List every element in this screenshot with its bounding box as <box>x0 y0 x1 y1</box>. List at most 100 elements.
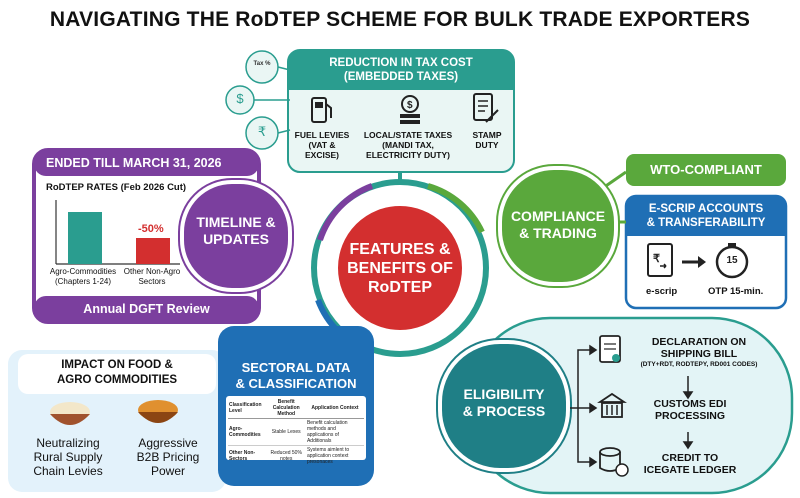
food-right-line2: B2B Pricing <box>136 450 200 464</box>
escrip-icons: ₹ <box>647 243 749 279</box>
rates-chart: -50% <box>55 200 180 265</box>
table-header-cell: Benefit Calculation Method <box>266 398 306 419</box>
compliance-bubble-line1: COMPLIANCE <box>510 208 606 224</box>
escrip-header-line2: & TRANSFERABILITY <box>646 217 766 229</box>
table-cell: Stable Lexes <box>266 418 306 446</box>
food-left-line2: Rural Supply <box>33 450 103 464</box>
tax-item-local-line2: (MANDI TAX, <box>382 140 434 150</box>
step-declaration-line2: SHIPPING BILL <box>660 348 738 360</box>
tax-item-stamp-line1: STAMP <box>472 130 502 140</box>
center-title-line3: RoDTEP <box>368 279 432 296</box>
tax-item-stamp: STAMP DUTY <box>462 130 512 150</box>
spice-bowl-icon <box>138 400 178 423</box>
ledger-database-icon <box>599 447 629 477</box>
chart-bar <box>136 238 170 264</box>
step-credit: CREDIT TO ICEGATE LEDGER <box>628 452 752 476</box>
flow-connectors <box>570 344 694 468</box>
tax-item-stamp-line2: DUTY <box>475 140 499 150</box>
chart-title: RoDTEP RATES (Feb 2026 Cut) <box>46 182 187 193</box>
grain-bowl-icon <box>50 402 90 425</box>
escrip-document-icon: ₹ <box>647 243 673 277</box>
tax-item-fuel: FUEL LEVIES (VAT & EXCISE) <box>292 130 352 160</box>
sectoral-table: Classification Level Benefit Calculation… <box>228 398 364 466</box>
shipping-doc-icon <box>599 335 621 363</box>
step-declaration-line3: (DTY+RDT, RODTEPY, RD001 CODES) <box>640 361 758 368</box>
wto-compliant-badge: WTO-COMPLIANT <box>650 162 762 177</box>
chart-bar <box>68 212 102 264</box>
food-left-text: Neutralizing Rural Supply Chain Levies <box>18 436 118 478</box>
table-row: Agro-Commodities Stable Lexes Benefit ca… <box>228 418 364 446</box>
sectoral-title-line1: SECTORAL DATA <box>241 360 351 375</box>
table-cell: Agro-Commodities <box>228 418 267 446</box>
otp-label: OTP 15-min. <box>708 286 764 297</box>
tax-item-local: LOCAL/STATE TAXES (MANDI TAX, ELECTRICIT… <box>356 130 460 160</box>
step-credit-line2: ICEGATE LEDGER <box>643 464 737 476</box>
step-declaration-line1: DECLARATION ON <box>651 336 747 348</box>
rupee-bag-icon: ₹ <box>257 124 267 139</box>
compliance-bubble-line2: & TRADING <box>519 225 597 241</box>
table-row: Other Non-Sectors Reduced 50% notes Syst… <box>228 446 364 467</box>
table-cell: Systems aimlent to application context p… <box>306 447 350 465</box>
timeline-bubble <box>180 180 292 292</box>
center-title-line1: FEATURES & <box>349 241 451 258</box>
chart-annotation-label: -50% <box>138 223 164 235</box>
tax-percent-icon: Tax % <box>253 61 271 67</box>
table-header-cell: Application Context <box>305 398 364 419</box>
timeline-footer: Annual DGFT Review <box>83 302 210 316</box>
timeline-bubble-line1: TIMELINE & <box>196 214 276 230</box>
food-header-line2: AGRO COMMODITIES <box>56 374 178 386</box>
food-left-line1: Neutralizing <box>36 436 100 450</box>
tax-header-line2: (EMBEDDED TAXES) <box>343 71 459 83</box>
tax-icons: $ <box>311 93 499 124</box>
chart-category-label-nonagro: Other Non-Agro Sectors <box>123 267 181 286</box>
table-header-row: Classification Level Benefit Calculation… <box>228 398 364 419</box>
tax-header-line1: REDUCTION IN TAX COST <box>329 57 473 69</box>
chart-category-label-agro: Agro-Commodities (Chapters 1-24) <box>49 267 117 286</box>
clock-number: 15 <box>726 255 738 266</box>
tax-item-local-line1: LOCAL/STATE TAXES <box>363 130 453 140</box>
document-stamp-icon <box>473 93 499 123</box>
escrip-header-line1: E-SCRIP ACCOUNTS <box>648 203 764 215</box>
food-right-text: Aggressive B2B Pricing Power <box>120 436 216 478</box>
center-title: FEATURES & BENEFITS OF RoDTEP <box>336 240 464 297</box>
tax-item-fuel-line2: (VAT & EXCISE) <box>304 140 339 160</box>
svg-text:₹: ₹ <box>653 253 660 265</box>
step-customs: CUSTOMS EDI PROCESSING <box>628 398 752 422</box>
food-icons <box>50 400 178 425</box>
timeline-bubble-label: TIMELINE & UPDATES <box>184 214 288 248</box>
eligibility-flow <box>570 335 694 477</box>
escrip-header: E-SCRIP ACCOUNTS & TRANSFERABILITY <box>626 202 786 230</box>
compliance-bubble-label: COMPLIANCE & TRADING <box>502 208 614 242</box>
customs-building-icon <box>597 392 627 418</box>
center-title-line2: BENEFITS OF <box>347 260 453 277</box>
timeline-header: ENDED TILL MARCH 31, 2026 <box>46 156 222 170</box>
step-credit-line1: CREDIT TO <box>661 452 719 464</box>
food-right-line1: Aggressive <box>138 436 198 450</box>
food-left-line3: Chain Levies <box>33 464 103 478</box>
food-header-line1: IMPACT ON FOOD & <box>61 359 173 371</box>
step-declaration: DECLARATION ON SHIPPING BILL (DTY+RDT, R… <box>628 336 770 369</box>
step-customs-line2: PROCESSING <box>654 410 725 422</box>
table-cell: Benefit calculation methods and applicat… <box>305 418 364 446</box>
compliance-bubble <box>498 166 618 286</box>
table-cell: Reduced 50% notes <box>270 450 302 462</box>
step-customs-line1: CUSTOMS EDI <box>653 398 727 410</box>
sectoral-title: SECTORAL DATA & CLASSIFICATION <box>218 360 374 392</box>
page-title: NAVIGATING THE RoDTEP SCHEME FOR BULK TR… <box>49 8 751 31</box>
food-header: IMPACT ON FOOD & AGRO COMMODITIES <box>18 358 216 388</box>
svg-text:$: $ <box>407 100 413 111</box>
tax-item-local-line3: ELECTRICITY DUTY) <box>366 150 450 160</box>
food-right-line3: Power <box>150 464 185 478</box>
eligibility-bubble <box>438 340 570 472</box>
sectoral-title-line2: & CLASSIFICATION <box>235 376 357 391</box>
tax-header: REDUCTION IN TAX COST (EMBEDDED TAXES) <box>288 56 514 84</box>
timeline-bubble-line2: UPDATES <box>203 231 269 247</box>
tax-item-fuel-line1: FUEL LEVIES <box>294 130 350 140</box>
stopwatch-icon <box>715 243 749 279</box>
eligibility-bubble-line1: ELIGIBILITY <box>463 386 545 402</box>
arrow-right-icon <box>682 256 706 268</box>
hand-dollar-icon: $ <box>236 91 244 106</box>
fuel-pump-icon <box>311 97 332 123</box>
eligibility-bubble-label: ELIGIBILITY & PROCESS <box>442 386 566 420</box>
coins-icon: $ <box>400 95 420 124</box>
